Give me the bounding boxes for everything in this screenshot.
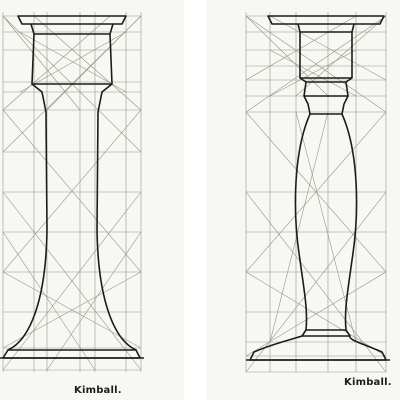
left-candlestick-outline — [0, 15, 144, 359]
right-drawing-signature: Kimball. — [344, 377, 392, 388]
sheet-gap — [184, 0, 206, 400]
right-candlestick-outline — [246, 15, 390, 361]
right-construction-grid — [245, 12, 387, 373]
left-drawing-signature: Kimball. — [74, 385, 122, 396]
left-construction-grid — [2, 12, 142, 372]
